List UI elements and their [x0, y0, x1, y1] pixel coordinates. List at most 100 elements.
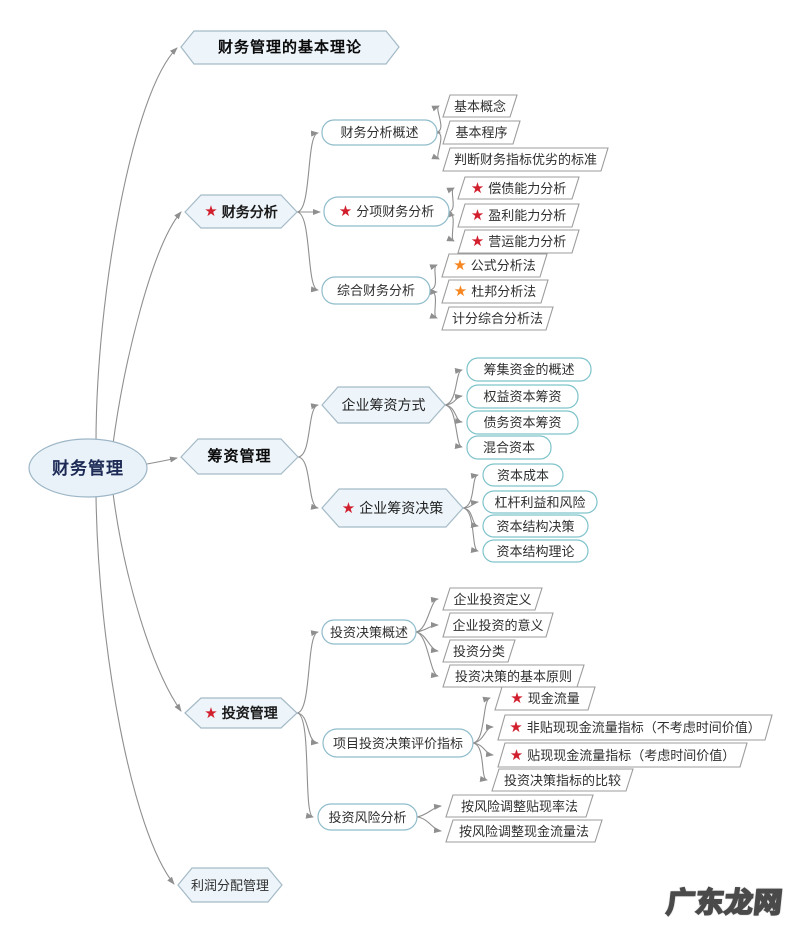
- node-label: 混合资本: [482, 440, 535, 455]
- node-dupont-method[interactable]: ★杜邦分析法: [442, 280, 548, 303]
- node-label: 投资风险分析: [328, 809, 407, 825]
- node-financial-analysis[interactable]: ★财务分析: [185, 195, 297, 228]
- node-label: 基本概念: [453, 98, 506, 114]
- star-icon: ★: [470, 207, 485, 224]
- node-analysis-overview[interactable]: 财务分析概述: [322, 120, 437, 145]
- shape-profit-distribution: [177, 867, 283, 903]
- star-icon: ★: [204, 704, 218, 722]
- shape-itemized-analysis: [323, 196, 450, 227]
- shape-profitability-analysis: [457, 203, 580, 228]
- shape-financing-management: [180, 438, 299, 475]
- node-discounted-indicators[interactable]: ★贴现现金流量指标（考虑时间价值）: [498, 743, 747, 767]
- node-debt-financing[interactable]: 债务资本筹资: [467, 411, 578, 434]
- node-profit-distribution[interactable]: 利润分配管理: [178, 868, 282, 902]
- node-formula-method[interactable]: ★公式分析法: [442, 254, 547, 277]
- node-cash-flow[interactable]: ★现金流量: [495, 687, 595, 710]
- node-risk-adjusted-discount-rate[interactable]: 按风险调整贴现率法: [446, 795, 593, 817]
- shape-investment-classification: [442, 639, 516, 663]
- node-capital-cost[interactable]: 资本成本: [483, 464, 563, 486]
- shape-evaluation-indicators: [322, 728, 474, 758]
- node-financing-management[interactable]: 筹资管理: [181, 439, 298, 474]
- node-equity-financing[interactable]: 权益资本筹资: [467, 385, 578, 408]
- shape-basic-concept: [442, 94, 518, 118]
- star-icon: ★: [509, 746, 524, 764]
- shape-analysis-overview: [321, 119, 438, 146]
- node-profitability-analysis[interactable]: ★盈利能力分析: [458, 204, 579, 227]
- node-comprehensive-analysis[interactable]: 综合财务分析: [322, 277, 430, 304]
- node-label: 按风险调整贴现率法: [460, 798, 578, 814]
- shape-hybrid-capital: [466, 435, 552, 460]
- shape-risk-adjusted-discount-rate: [445, 794, 594, 818]
- node-label: 筹资管理: [207, 448, 272, 465]
- node-label: 贴现现金流量指标（考虑时间价值）: [527, 747, 736, 763]
- node-scoring-method[interactable]: 计分综合分析法: [442, 307, 553, 330]
- node-investment-decision-overview[interactable]: 投资决策概述: [322, 620, 416, 644]
- node-label: 计分综合分析法: [451, 311, 543, 326]
- node-investment-principles[interactable]: 投资决策的基本原则: [443, 665, 584, 687]
- node-investment-management[interactable]: ★投资管理: [185, 698, 297, 728]
- shape-indicator-comparison: [491, 768, 634, 792]
- node-label: 投资分类: [452, 643, 505, 659]
- node-basic-theory[interactable]: 财务管理的基本理论: [181, 31, 399, 64]
- shape-investment-decision-overview: [321, 619, 417, 645]
- star-icon: ★: [453, 283, 468, 300]
- shape-basic-procedure: [442, 120, 521, 145]
- node-investment-significance[interactable]: 企业投资的意义: [443, 613, 553, 637]
- shape-financing-decision: [321, 488, 464, 528]
- node-label: 财务管理: [52, 458, 124, 478]
- node-solvency-analysis[interactable]: ★偿债能力分析: [458, 177, 579, 199]
- node-capital-structure-decision[interactable]: 资本结构决策: [483, 515, 588, 537]
- node-investment-definition[interactable]: 企业投资定义: [443, 588, 542, 610]
- shape-risk-adjusted-cash-flow: [445, 819, 603, 843]
- shapes-layer: [28, 30, 773, 903]
- shape-investment-significance: [442, 612, 554, 638]
- star-icon: ★: [453, 257, 467, 274]
- node-hybrid-capital[interactable]: 混合资本: [467, 436, 551, 459]
- node-label: 分项财务分析: [356, 204, 435, 219]
- node-label: 公式分析法: [470, 258, 536, 273]
- node-label: 按风险调整现金流量法: [458, 823, 589, 839]
- shape-debt-financing: [466, 410, 579, 435]
- node-financial-management[interactable]: 财务管理: [29, 439, 147, 497]
- star-icon: ★: [509, 719, 523, 736]
- node-financing-methods[interactable]: 企业筹资方式: [322, 387, 445, 423]
- node-label: 投资决策的基本原则: [454, 668, 572, 684]
- node-investment-risk-analysis[interactable]: 投资风险分析: [318, 804, 417, 830]
- shape-cash-flow: [494, 686, 596, 711]
- node-label: 非贴现现金流量指标（不考虑时间价值）: [526, 720, 761, 735]
- node-indicator-comparison[interactable]: 投资决策指标的比较: [492, 769, 633, 791]
- node-operating-analysis[interactable]: ★营运能力分析: [458, 230, 579, 253]
- node-label: 资本结构理论: [496, 543, 575, 559]
- shape-financing-methods: [321, 386, 446, 424]
- node-leverage-risk[interactable]: 杠杆利益和风险: [483, 491, 597, 513]
- node-evaluation-indicators[interactable]: 项目投资决策评价指标: [323, 729, 473, 757]
- node-itemized-analysis[interactable]: ★分项财务分析: [324, 197, 449, 226]
- node-label: 权益资本筹资: [483, 389, 562, 404]
- watermark: 广东龙网: [650, 878, 800, 924]
- node-investment-classification[interactable]: 投资分类: [443, 640, 515, 662]
- node-capital-structure-theory[interactable]: 资本结构理论: [483, 540, 588, 562]
- shape-investment-management: [184, 697, 298, 729]
- shape-equity-financing: [466, 384, 579, 409]
- shape-capital-cost: [482, 463, 564, 487]
- node-indicator-standard[interactable]: 判断财务指标优劣的标准: [443, 148, 608, 171]
- node-basic-concept[interactable]: 基本概念: [443, 95, 517, 117]
- node-label: 现金流量: [527, 691, 580, 706]
- node-risk-adjusted-cash-flow[interactable]: 按风险调整现金流量法: [446, 820, 602, 842]
- node-non-discounted-indicators[interactable]: ★非贴现现金流量指标（不考虑时间价值）: [498, 715, 772, 740]
- shape-indicator-standard: [442, 147, 609, 172]
- node-label: 财务管理的基本理论: [217, 39, 362, 56]
- node-fundraising-overview[interactable]: 筹集资金的概述: [467, 358, 591, 381]
- node-label: 利润分配管理: [190, 877, 269, 893]
- node-basic-procedure[interactable]: 基本程序: [443, 121, 520, 144]
- shape-discounted-indicators: [497, 742, 748, 768]
- watermark-text: 广东龙网: [664, 886, 785, 919]
- node-financing-decision[interactable]: ★企业筹资决策: [322, 489, 463, 527]
- shape-solvency-analysis: [457, 176, 580, 200]
- node-label: 项目投资决策评价指标: [332, 735, 463, 751]
- edges-layer: [95, 47, 494, 885]
- node-label: 筹集资金的概述: [483, 362, 575, 377]
- node-label: 企业投资的意义: [452, 617, 544, 633]
